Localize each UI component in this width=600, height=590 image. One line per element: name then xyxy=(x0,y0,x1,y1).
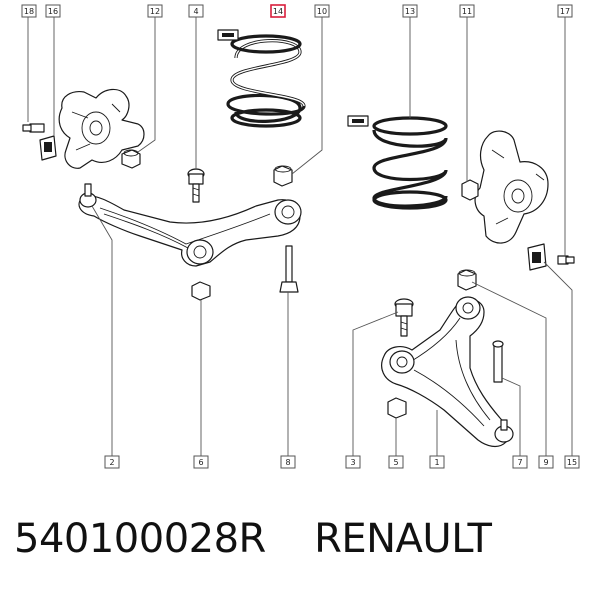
callout-10: 10 xyxy=(314,4,330,18)
bolt-18 xyxy=(22,123,45,133)
leader-lines xyxy=(27,16,573,456)
steering-knuckle-right xyxy=(474,130,549,244)
ball-joint-left xyxy=(79,183,97,208)
nut-10 xyxy=(273,165,293,187)
nut-12 xyxy=(121,149,141,169)
callout-18: 18 xyxy=(21,4,37,18)
callout-13: 13 xyxy=(402,4,418,18)
bushing-rear-right xyxy=(389,350,415,374)
callout-16: 16 xyxy=(45,4,61,18)
svg-text:8: 8 xyxy=(285,458,290,467)
svg-text:2: 2 xyxy=(109,458,114,467)
svg-text:13: 13 xyxy=(405,7,415,16)
suspension-exploded-diagram: 18 16 12 4 14 10 13 11 17 2 6 8 xyxy=(21,4,580,469)
callout-1: 1 xyxy=(429,455,445,469)
nut-9 xyxy=(457,269,477,291)
nut-11 xyxy=(461,179,479,201)
svg-text:5: 5 xyxy=(393,458,398,467)
bracket-15 xyxy=(527,243,547,271)
part-caption: 540100028R RENAULT xyxy=(14,516,594,576)
svg-text:12: 12 xyxy=(150,7,160,16)
svg-text:16: 16 xyxy=(48,7,58,16)
callout-12: 12 xyxy=(147,4,163,18)
callout-5: 5 xyxy=(388,455,404,469)
spring-tag-left xyxy=(217,29,239,41)
spring-tag-right xyxy=(347,115,369,127)
svg-text:9: 9 xyxy=(543,458,548,467)
lower-control-arm-right xyxy=(381,298,510,448)
bushing-front-right xyxy=(455,296,481,320)
bushing-rear-left xyxy=(186,239,214,265)
callout-9: 9 xyxy=(538,455,554,469)
bolt-8 xyxy=(279,245,299,293)
callout-15: 15 xyxy=(564,455,580,469)
svg-text:7: 7 xyxy=(517,458,522,467)
svg-text:11: 11 xyxy=(462,7,472,16)
bracket-16 xyxy=(39,135,57,161)
coil-spring-14 xyxy=(226,34,306,128)
callout-14: 14 xyxy=(270,4,286,18)
svg-text:10: 10 xyxy=(317,7,327,16)
steering-knuckle-left xyxy=(58,88,145,169)
svg-text:18: 18 xyxy=(24,7,34,16)
bolt-3 xyxy=(394,298,414,337)
svg-text:1: 1 xyxy=(434,458,439,467)
callout-17: 17 xyxy=(557,4,573,18)
callout-2: 2 xyxy=(104,455,120,469)
callout-8: 8 xyxy=(280,455,296,469)
svg-text:15: 15 xyxy=(567,458,577,467)
nut-5 xyxy=(387,397,407,419)
lower-control-arm-left xyxy=(78,195,301,267)
callout-7: 7 xyxy=(512,455,528,469)
bushing-front-left xyxy=(274,199,302,225)
bolt-17 xyxy=(557,255,575,265)
callout-6: 6 xyxy=(193,455,209,469)
svg-text:3: 3 xyxy=(350,458,355,467)
callout-4: 4 xyxy=(188,4,204,18)
stud-7 xyxy=(492,340,504,383)
brand-name: RENAULT xyxy=(314,516,492,562)
ball-joint-right xyxy=(494,419,514,443)
callout-3: 3 xyxy=(345,455,361,469)
coil-spring-13 xyxy=(372,116,448,210)
svg-text:6: 6 xyxy=(198,458,203,467)
callout-11: 11 xyxy=(459,4,475,18)
part-number: 540100028R xyxy=(14,516,266,562)
bolt-4 xyxy=(187,168,205,203)
nut-6 xyxy=(191,281,211,301)
svg-text:14: 14 xyxy=(273,7,283,16)
svg-text:4: 4 xyxy=(193,7,198,16)
svg-text:17: 17 xyxy=(560,7,570,16)
